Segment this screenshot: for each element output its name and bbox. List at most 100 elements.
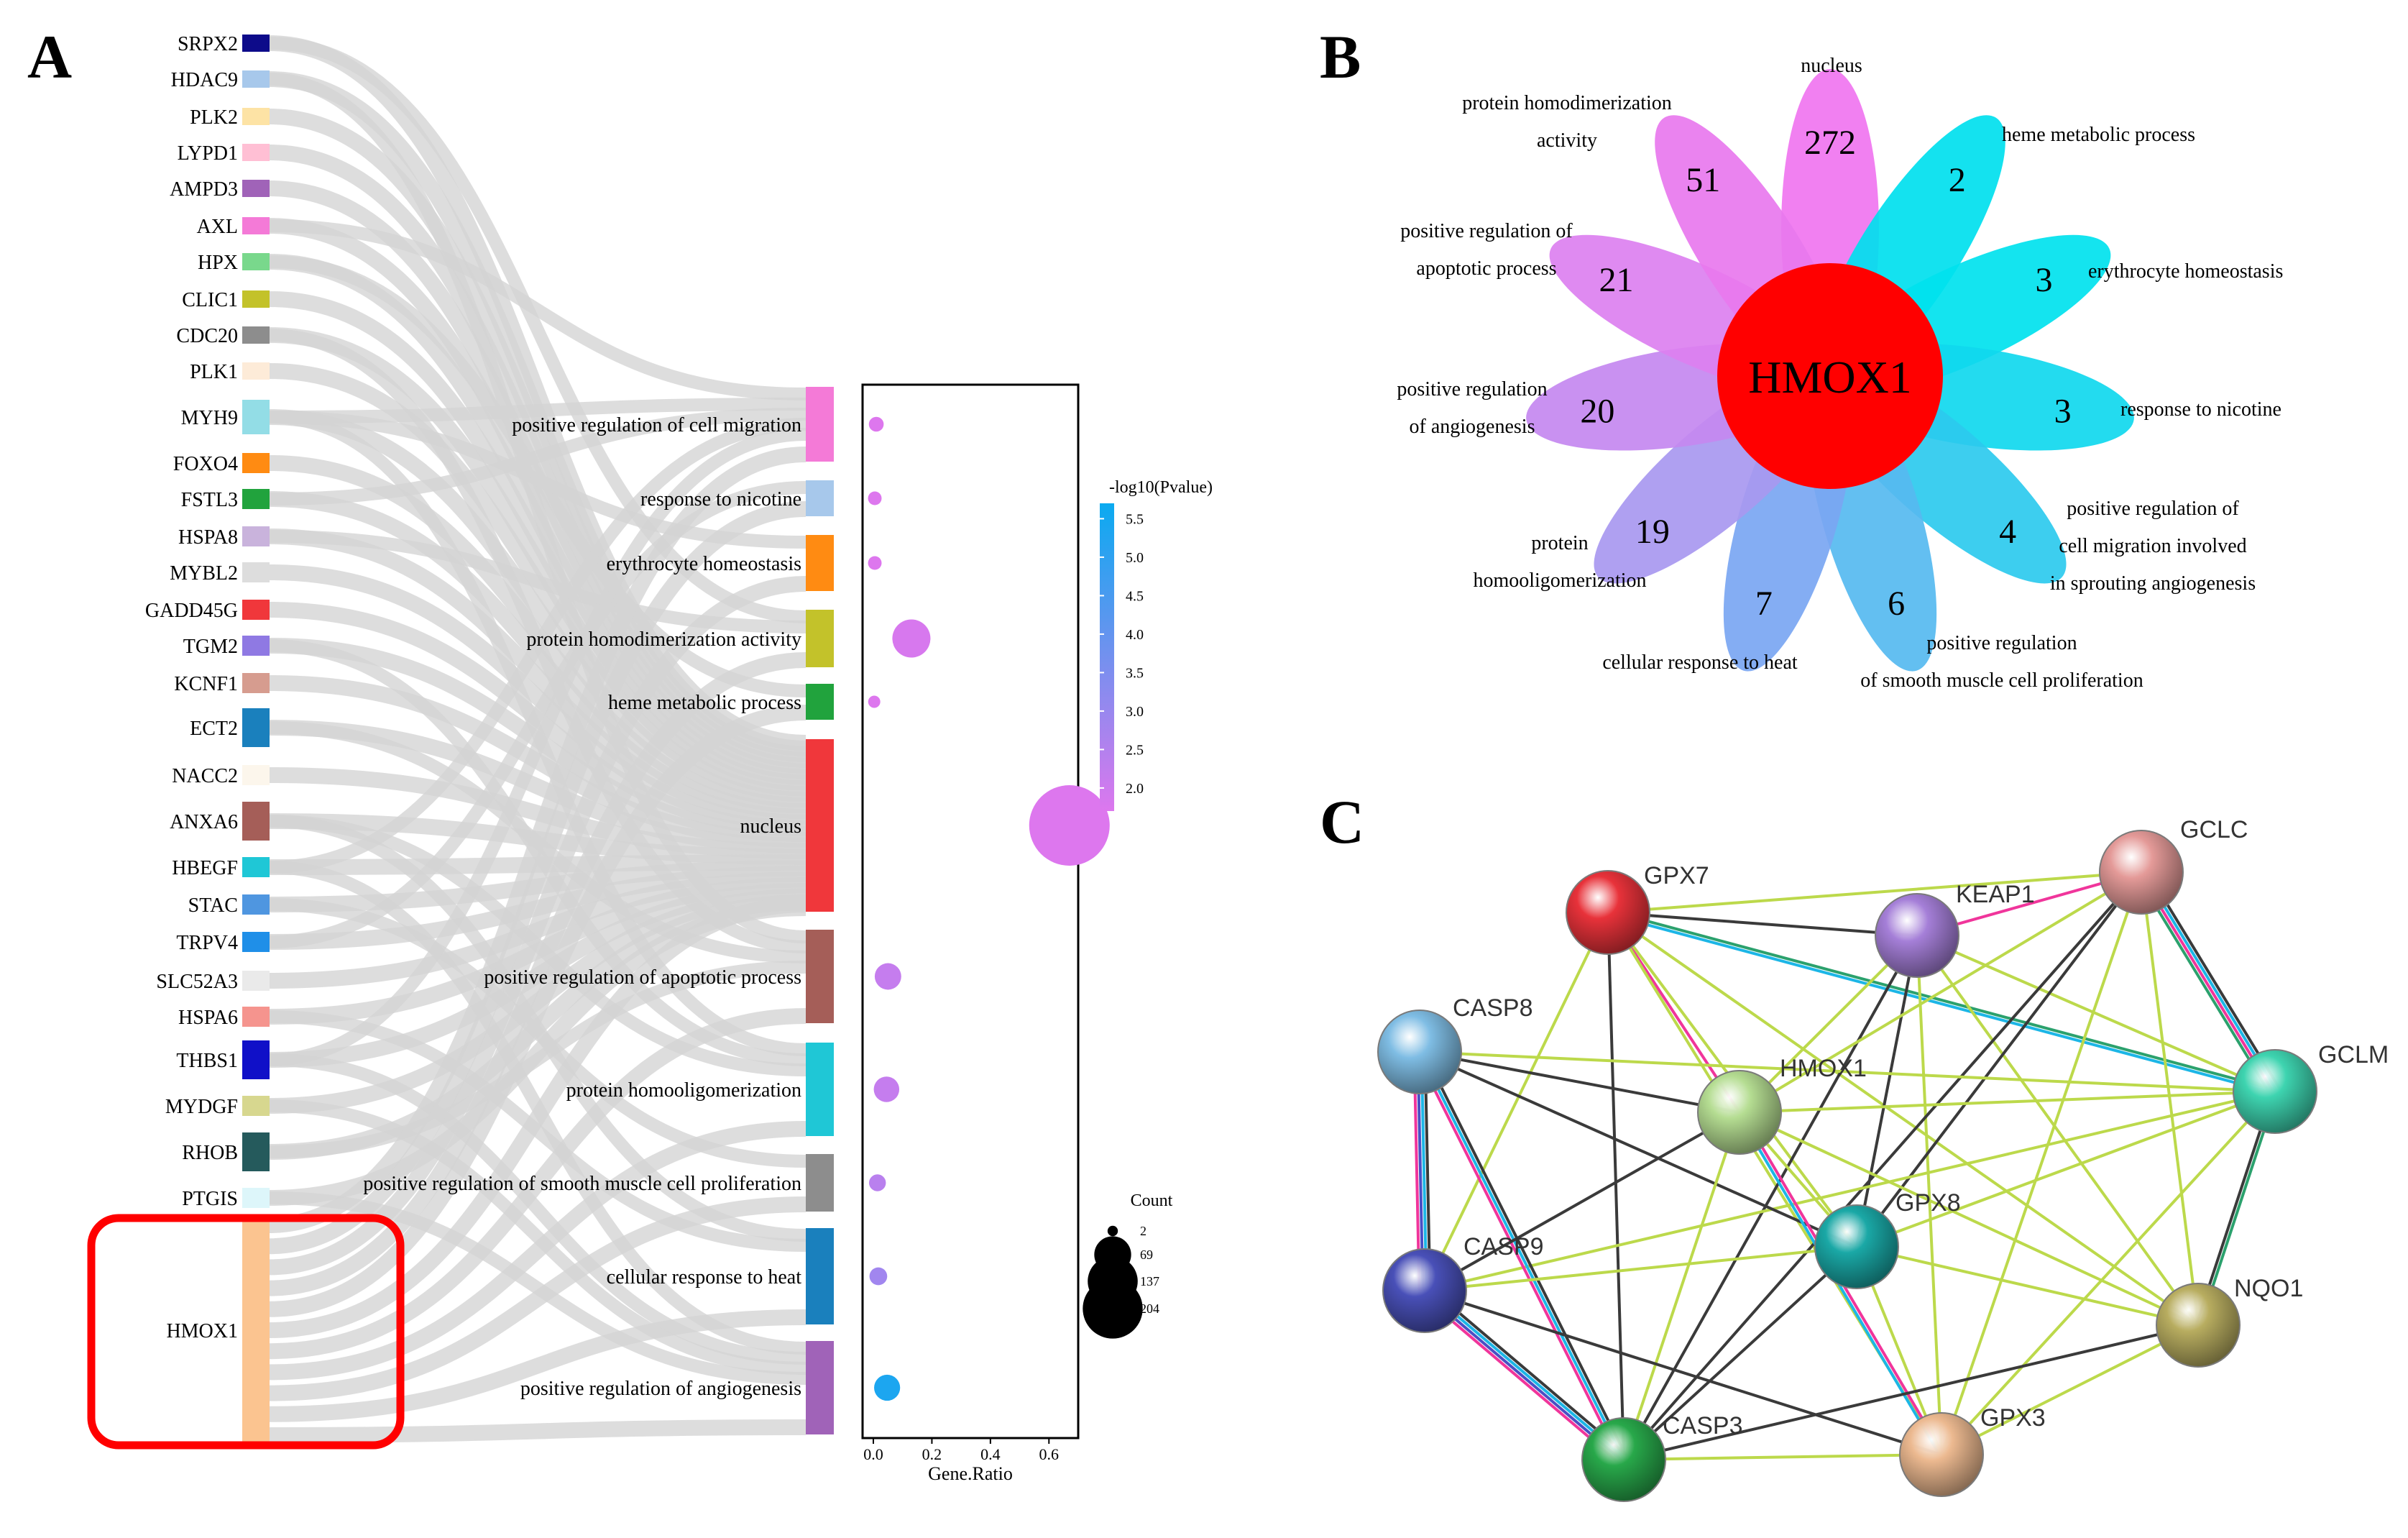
- gene-node-hdac9: [242, 70, 270, 88]
- gene-label-hspa6: HSPA6: [178, 1007, 238, 1029]
- gene-node-hspa6: [242, 1007, 270, 1027]
- network-edge-keap1-gpx8: [1855, 935, 1918, 1248]
- term-label-positive-regulation-of-smooth-muscle-cell-proliferation: positive regulation of smooth muscle cel…: [363, 1173, 801, 1195]
- sankey-flow: [269, 1419, 807, 1443]
- gene-node-ptgis: [242, 1188, 270, 1208]
- gene-node-plk1: [242, 362, 270, 380]
- sankey-flow: [269, 1196, 807, 1401]
- gene-node-foxo4: [242, 453, 270, 473]
- term-node-positive-regulation-of-apoptotic-process: [806, 930, 834, 1023]
- network-edge-gclc-gpx3: [1940, 871, 2143, 1455]
- petal-label-protein-homodimerization-activity: protein homodimerization: [1462, 92, 1672, 114]
- size-legend-label: 69: [1140, 1248, 1153, 1262]
- network-node-label-casp8: CASP8: [1453, 994, 1533, 1022]
- gene-node-mydgf: [242, 1096, 270, 1116]
- network-node-label-gclc: GCLC: [2180, 816, 2248, 843]
- petal-count-erythrocyte-homeostasis: 3: [2035, 261, 2052, 299]
- gene-node-gadd45g: [242, 600, 270, 620]
- gene-node-trpv4: [242, 932, 270, 952]
- dot-positive-regulation-of-angiogenesis: [874, 1374, 901, 1401]
- petal-label-heme-metabolic-process: heme metabolic process: [2002, 124, 2195, 146]
- gene-node-ect2: [242, 708, 270, 747]
- dot-protein-homooligomerization: [873, 1076, 900, 1102]
- dot-heme-metabolic-process: [868, 695, 881, 708]
- size-legend-title: Count: [1131, 1191, 1173, 1210]
- term-nodes: positive regulation of cell migrationres…: [363, 387, 834, 1434]
- network-edge-casp8-casp3: [1415, 1053, 1622, 1463]
- network-edge-nqo1-gpx3: [1941, 1324, 2199, 1456]
- network-edge-casp8-gclm: [1419, 1050, 2276, 1093]
- network-edge-casp9-casp3: [1427, 1285, 1629, 1457]
- term-label-positive-regulation-of-cell-migration: positive regulation of cell migration: [512, 414, 801, 436]
- panel-label-b: B: [1320, 22, 1361, 91]
- gene-node-thbs1: [242, 1040, 270, 1079]
- term-node-positive-regulation-of-angiogenesis: [806, 1341, 834, 1434]
- network-edge-gclc-casp3: [1622, 871, 2143, 1461]
- network-node-label-hmox1: HMOX1: [1780, 1055, 1867, 1082]
- gene-node-hmox1: [242, 1215, 270, 1445]
- petal-label-protein-homooligomerization: protein: [1531, 532, 1588, 554]
- network-edge-gclm-hmox1: [1739, 1090, 2276, 1114]
- gene-node-myh9: [242, 400, 270, 434]
- network-edge-casp8-gpx8: [1419, 1050, 1857, 1248]
- petal-label-positive-regulation-of-angiogenesis: positive regulation: [1397, 378, 1547, 400]
- gene-node-ampd3: [242, 180, 270, 197]
- gene-label-foxo4: FOXO4: [173, 453, 238, 475]
- gene-label-anxa6: ANXA6: [170, 811, 238, 833]
- dot-positive-regulation-of-smooth-muscle-cell-proliferation: [868, 1174, 886, 1191]
- petal-count-positive-regulation-of-smooth-muscle-cell-proliferation: 6: [1888, 585, 1905, 623]
- gene-node-lypd1: [242, 144, 270, 161]
- petal-label-response-to-nicotine: response to nicotine: [2120, 398, 2281, 421]
- x-tick-label: 0.2: [922, 1445, 942, 1463]
- petal-label-nucleus: nucleus: [1801, 55, 1862, 77]
- sankey-flow: [269, 398, 807, 424]
- dot-nucleus: [1029, 785, 1110, 866]
- size-legend-dot: [1083, 1278, 1143, 1339]
- network-edge-hmox1-nqo1: [1739, 1111, 2199, 1327]
- petal-label-positive-regulation-of-apoptotic-process: apoptotic process: [1416, 257, 1556, 280]
- gene-label-tgm2: TGM2: [183, 636, 238, 658]
- sankey-flow: [269, 1008, 807, 1360]
- term-label-positive-regulation-of-apoptotic-process: positive regulation of apoptotic process: [484, 966, 801, 989]
- term-label-positive-regulation-of-angiogenesis: positive regulation of angiogenesis: [520, 1378, 801, 1400]
- dot-cellular-response-to-heat: [869, 1267, 888, 1286]
- gene-label-axl: AXL: [196, 216, 238, 238]
- term-node-response-to-nicotine: [806, 480, 834, 516]
- network-node-casp8: [1377, 1010, 1462, 1094]
- gene-node-mybl2: [242, 562, 270, 582]
- color-tick-label: 2.5: [1126, 742, 1144, 758]
- gene-label-kcnf1: KCNF1: [174, 673, 238, 695]
- network-edge-gclc-hmox1: [1738, 871, 2143, 1114]
- gene-node-anxa6: [242, 802, 270, 841]
- sankey-flows: [269, 35, 807, 1443]
- petal-label-positive-regulation-of-angiogenesis: of angiogenesis: [1410, 416, 1535, 438]
- network-edge-gclc-gclm: [2135, 874, 2272, 1095]
- network-edge-gclc-gclm: [2138, 872, 2275, 1094]
- network-edge-hmox1-casp3: [1622, 1112, 1741, 1460]
- petal-count-positive-regulation-of-apoptotic-process: 21: [1599, 261, 1634, 299]
- term-label-nucleus: nucleus: [740, 815, 801, 838]
- network-edge-gpx8-nqo1: [1856, 1245, 2199, 1327]
- petal-label-positive-regulation-of-smooth-muscle-cell-proliferation: of smooth muscle cell proliferation: [1860, 669, 2143, 692]
- gene-label-hmox1: HMOX1: [166, 1320, 238, 1342]
- network-edge-keap1-gpx3: [1916, 935, 1943, 1455]
- color-tick-label: 5.0: [1126, 550, 1144, 566]
- gene-label-nacc2: NACC2: [172, 765, 238, 787]
- color-legend-title: -log10(Pvalue): [1109, 478, 1213, 497]
- network-edge-gclm-gpx8: [1856, 1090, 2276, 1248]
- sankey-flow: [269, 1309, 807, 1422]
- petal-count-protein-homodimerization-activity: 51: [1686, 161, 1720, 199]
- network-node-keap1: [1875, 893, 1959, 978]
- petal-label-erythrocyte-homeostasis: erythrocyte homeostasis: [2088, 260, 2283, 283]
- network-edge-casp8-hmox1: [1419, 1050, 1740, 1114]
- term-node-positive-regulation-of-cell-migration: [806, 387, 834, 462]
- gene-label-mybl2: MYBL2: [170, 562, 238, 585]
- network-edge-casp8-casp3: [1421, 1049, 1629, 1459]
- gene-label-myh9: MYH9: [181, 407, 238, 429]
- sankey-flow: [269, 705, 807, 1317]
- color-tick-label: 4.0: [1126, 627, 1144, 643]
- sankey-flow: [269, 897, 807, 1338]
- sankey-flow: [269, 1121, 807, 1381]
- network-edges: [1412, 869, 2281, 1465]
- network-node-label-keap1: KEAP1: [1956, 881, 2035, 908]
